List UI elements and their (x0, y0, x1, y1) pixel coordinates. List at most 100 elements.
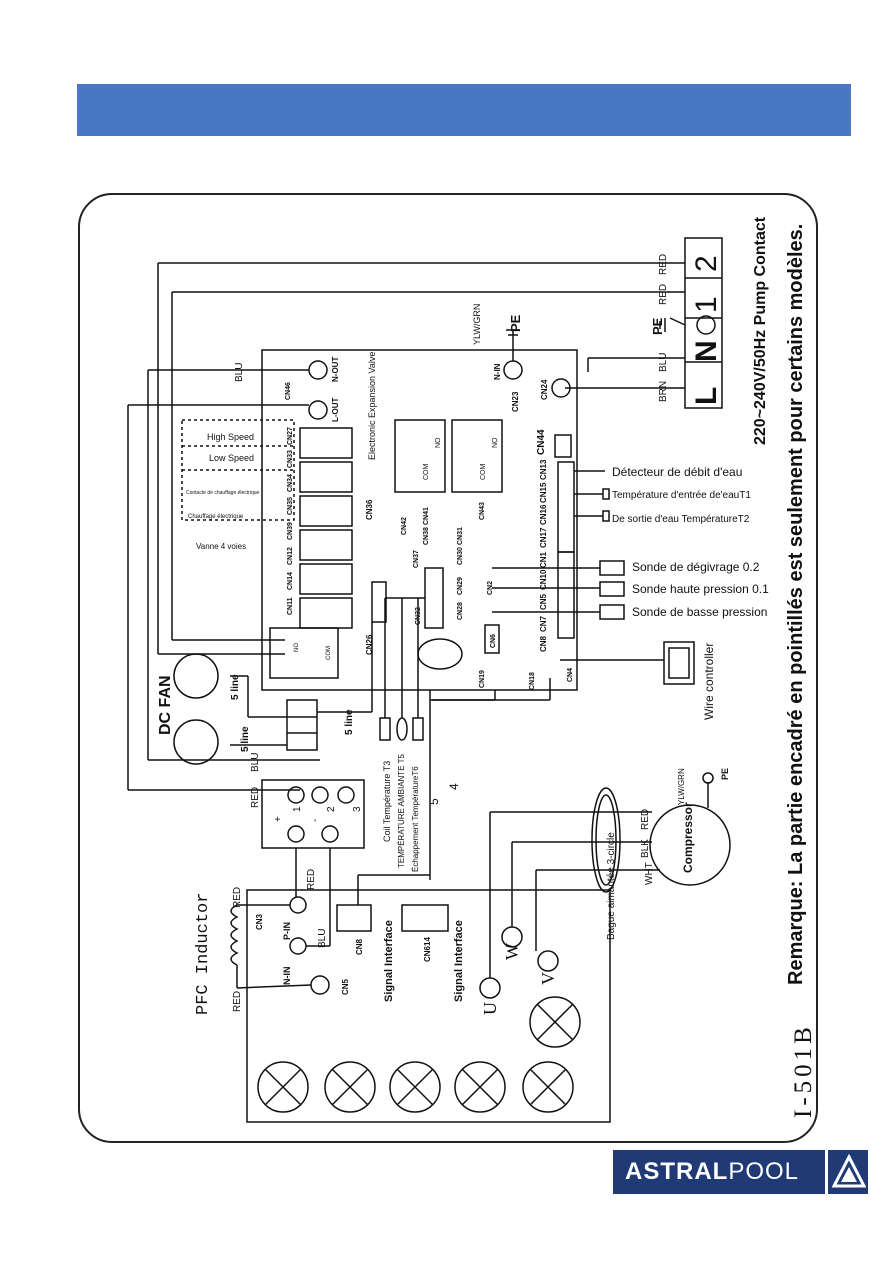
wire-red-5: RED (232, 887, 243, 908)
cn30-label: CN30 (457, 547, 464, 565)
ylw-grn-label: YLW/GRN (472, 304, 482, 345)
four-label: 4 (447, 783, 461, 790)
power-l-label: L (690, 387, 723, 405)
n-out-label: N-OUT (331, 357, 340, 382)
cn29-label: CN29 (457, 577, 464, 595)
com-label-1: COM (423, 464, 430, 481)
five-line-3: 5 line (344, 709, 355, 735)
opt-4-way-valve: Vanne 4 voies (196, 542, 246, 551)
cn37-label: CN37 (413, 550, 420, 568)
relay-3 (299, 495, 353, 527)
cn42-label: CN42 (401, 517, 408, 535)
cn19-label: CN19 (479, 670, 486, 688)
n-in-label: N-IN (493, 363, 502, 380)
cn12-label: CN12 (287, 547, 294, 565)
u-label: U (480, 1002, 500, 1015)
compressor (649, 804, 731, 886)
w-label: W (502, 943, 522, 960)
wire-blu-2: BLU (234, 363, 245, 382)
cn36-label: CN36 (365, 499, 374, 520)
logo-triangle-icon (832, 1154, 866, 1188)
cn14-label: CN14 (287, 572, 294, 590)
dc-fan-2 (173, 719, 219, 765)
relay-2 (299, 461, 353, 493)
dc-fan-1 (173, 653, 219, 699)
l-out-terminal (308, 400, 328, 420)
remark-note: Remarque: La partie encadré en pointillé… (785, 223, 807, 985)
cn28-label: CN28 (457, 602, 464, 620)
cn7-label: CN7 (539, 615, 548, 632)
v-terminal (537, 950, 559, 972)
cn43-label: CN43 (479, 502, 486, 520)
cn2-label: CN2 (487, 581, 494, 595)
cn5-drive-label: CN5 (341, 978, 350, 995)
opt-heater: Chauffage électrique (188, 514, 244, 520)
cn3-label: CN3 (255, 913, 264, 930)
relay-box-no-com (269, 627, 339, 679)
p-in-label: P-IN (282, 922, 292, 940)
relay-6 (299, 597, 353, 629)
brand-pool: POOL (728, 1158, 800, 1185)
terminal-2: 2 (326, 806, 337, 812)
cn33-label: CN33 (287, 450, 294, 468)
cn1-label: CN1 (539, 551, 548, 568)
polarity-plus: + (273, 816, 284, 822)
n-out-terminal (308, 360, 328, 380)
cn32-label: CN32 (415, 607, 422, 625)
n-in-terminal (503, 360, 523, 380)
contactor-2 (451, 419, 503, 493)
wire-red-2: RED (658, 284, 669, 305)
cn26-label: CN26 (365, 634, 374, 655)
wire-blu-1: BLU (658, 353, 669, 372)
exhaust-t6-label: Échappement TempératureT6 (411, 766, 420, 872)
no-label-3: NO (294, 643, 300, 652)
ambient-t5-label: TEMPÉRATURE AMBIANTE T5 (397, 754, 406, 868)
supply-label: 220~240V/50Hz Pump Contact (752, 216, 769, 445)
pe-label: PE (650, 317, 665, 335)
power-2-label: 2 (690, 255, 723, 272)
cn614-label: CN614 (423, 937, 432, 962)
cn4-label: CN4 (567, 668, 574, 682)
dc-fan-label: DC FAN (157, 675, 174, 735)
cn11-label: CN11 (287, 597, 294, 615)
relay-5 (299, 563, 353, 595)
drive-board (246, 889, 611, 1123)
opt-low-speed: Low Speed (209, 453, 254, 463)
cn27-label: CN27 (287, 427, 294, 445)
contactor-1 (394, 419, 446, 493)
compressor-label: Compressor (681, 802, 695, 873)
compressor-pe: PE (720, 768, 730, 780)
no-label-2: NO (492, 437, 499, 448)
cn17-label: CN17 (539, 527, 548, 548)
com-label-2: COM (480, 464, 487, 481)
cn35-label: CN35 (287, 497, 294, 515)
sensor-t1: Température d'entrée de'eauT1 (612, 490, 751, 501)
model-number: I-501B (790, 1023, 817, 1118)
coil-t3-label: Coil Température T3 (382, 761, 392, 842)
cn34-label: CN34 (287, 474, 294, 492)
cn18-label: CN18 (529, 672, 536, 690)
wire-controller (663, 641, 695, 685)
cn5-label: CN5 (539, 593, 548, 610)
opt-high-speed: High Speed (207, 432, 254, 442)
cn44-label: CN44 (536, 429, 547, 455)
sensor-flow: Détecteur de débit d'eau (612, 465, 742, 479)
ring-label: Bague aimantée 3-circle (606, 832, 617, 940)
igbt-row (257, 996, 581, 1113)
cn6-label: CN6 (490, 634, 497, 648)
wire-red-3: RED (250, 787, 261, 808)
diagram-frame (78, 193, 818, 1143)
cn38-label: CN38 (423, 527, 430, 545)
no-label-1: NO (435, 437, 442, 448)
five-label: 5 (427, 798, 441, 805)
header-banner (77, 84, 851, 136)
brand-astral: ASTRAL (625, 1158, 729, 1185)
wire-blu-4: BLU (317, 929, 328, 948)
cn23-label: CN23 (511, 391, 520, 412)
pfc-inductor-label: PFC Inductor (194, 893, 213, 1015)
wire-red-6: RED (232, 991, 243, 1012)
cn46-label: CN46 (285, 382, 292, 400)
opt-heater-contact: Contacte de chauffage électrique (186, 490, 260, 496)
power-terminal-block (684, 237, 723, 409)
